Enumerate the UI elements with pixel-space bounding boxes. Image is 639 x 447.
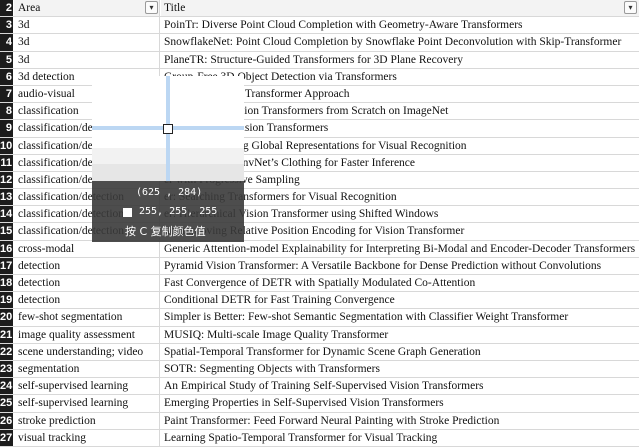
- area-cell[interactable]: scene understanding; video: [14, 343, 160, 360]
- row-number[interactable]: 3: [0, 17, 13, 34]
- row-number[interactable]: 25: [0, 395, 13, 412]
- area-filter-dropdown-icon[interactable]: ▾: [145, 1, 158, 14]
- row-number[interactable]: 27: [0, 429, 13, 446]
- row-number[interactable]: 14: [0, 206, 13, 223]
- row-number[interactable]: 21: [0, 326, 13, 343]
- crosshair-icon: [163, 124, 173, 134]
- row-number[interactable]: 11: [0, 154, 13, 171]
- magnifier-view: [92, 76, 244, 181]
- title-cell[interactable]: Spatial-Temporal Transformer for Dynamic…: [164, 345, 481, 358]
- area-cell[interactable]: detection: [14, 292, 160, 309]
- title-cell[interactable]: PlaneTR: Structure-Guided Transformers f…: [164, 53, 463, 66]
- area-column-header[interactable]: Area: [14, 0, 160, 17]
- row-number[interactable]: 13: [0, 189, 13, 206]
- row-number[interactable]: 9: [0, 120, 13, 137]
- row-number[interactable]: 8: [0, 103, 13, 120]
- row-number[interactable]: 10: [0, 137, 13, 154]
- area-cell[interactable]: cross-modal: [14, 240, 160, 257]
- title-cell[interactable]: Emerging Properties in Self-Supervised V…: [164, 397, 444, 410]
- title-cell[interactable]: Conditional DETR for Fast Training Conve…: [164, 294, 395, 307]
- row-number[interactable]: 26: [0, 412, 13, 429]
- area-cell[interactable]: detection: [14, 257, 160, 274]
- title-cell[interactable]: Paint Transformer: Feed Forward Neural P…: [164, 414, 500, 427]
- title-cell[interactable]: SnowflakeNet: Point Cloud Completion by …: [164, 36, 622, 49]
- title-column-header[interactable]: Title: [161, 0, 639, 17]
- title-cell[interactable]: Simpler is Better: Few-shot Semantic Seg…: [164, 311, 569, 324]
- row-number[interactable]: 2: [0, 0, 13, 17]
- title-cell[interactable]: Pyramid Vision Transformer: A Versatile …: [164, 259, 602, 272]
- area-cell[interactable]: self-supervised learning: [14, 395, 160, 412]
- row-number[interactable]: 18: [0, 275, 13, 292]
- area-cell[interactable]: detection: [14, 275, 160, 292]
- copy-color-hint: 按 C 复制颜色值: [125, 225, 206, 238]
- row-number[interactable]: 20: [0, 309, 13, 326]
- title-cell[interactable]: PoinTr: Diverse Point Cloud Completion w…: [164, 19, 523, 32]
- area-cell[interactable]: stroke prediction: [14, 412, 160, 429]
- row-number[interactable]: 6: [0, 68, 13, 85]
- area-cell[interactable]: segmentation: [14, 360, 160, 378]
- rgb-value: 255, 255, 255: [139, 206, 218, 217]
- row-number[interactable]: 22: [0, 343, 13, 360]
- row-number[interactable]: 17: [0, 257, 13, 274]
- area-cell[interactable]: self-supervised learning: [14, 378, 160, 395]
- row-number[interactable]: 16: [0, 240, 13, 257]
- area-cell[interactable]: image quality assessment: [14, 326, 160, 343]
- area-cell[interactable]: 3d: [14, 51, 160, 68]
- color-swatch: [123, 208, 132, 217]
- title-cell[interactable]: MUSIQ: Multi-scale Image Quality Transfo…: [164, 328, 389, 341]
- row-number[interactable]: 7: [0, 85, 13, 103]
- title-cell[interactable]: SOTR: Segmenting Objects with Transforme…: [164, 362, 380, 375]
- title-cell[interactable]: Fast Convergence of DETR with Spatially …: [164, 277, 476, 289]
- title-filter-dropdown-icon[interactable]: ▾: [624, 1, 637, 14]
- area-cell[interactable]: visual tracking: [14, 429, 160, 446]
- area-cell[interactable]: 3d: [14, 17, 160, 34]
- row-number[interactable]: 5: [0, 51, 13, 68]
- row-number[interactable]: 12: [0, 171, 13, 189]
- row-number[interactable]: 19: [0, 292, 13, 309]
- area-cell[interactable]: few-shot segmentation: [14, 309, 160, 326]
- row-number[interactable]: 24: [0, 378, 13, 395]
- area-cell[interactable]: 3d: [14, 34, 160, 51]
- row-number[interactable]: 4: [0, 34, 13, 51]
- title-cell[interactable]: Learning Spatio-Temporal Transformer for…: [164, 431, 438, 444]
- row-number[interactable]: 23: [0, 360, 13, 378]
- title-cell[interactable]: An Empirical Study of Training Self-Supe…: [164, 380, 484, 393]
- row-number[interactable]: 15: [0, 223, 13, 240]
- title-cell[interactable]: Generic Attention-model Explainability f…: [164, 242, 636, 255]
- header-row: 2 Area ▾ Title ▾: [0, 0, 639, 18]
- cursor-coordinates: (625 , 284): [136, 187, 203, 198]
- color-picker-overlay: (625 , 284) 255, 255, 255 按 C 复制颜色值: [92, 76, 244, 242]
